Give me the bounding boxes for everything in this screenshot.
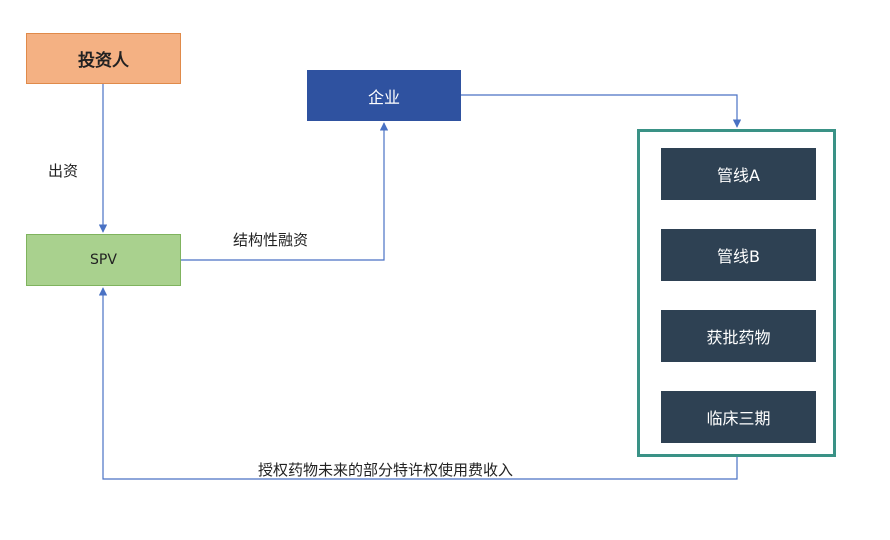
node-enterprise-label: 企业 <box>367 87 400 107</box>
portfolio-item-phase-3: 临床三期 <box>661 391 816 443</box>
portfolio-item-label: 获批药物 <box>706 328 771 347</box>
edge-label-invest: 出资 <box>48 162 79 180</box>
portfolio-item-label: 管线B <box>717 247 760 266</box>
portfolio-item-approved-drug: 获批药物 <box>661 310 816 362</box>
arrow-spv-to-enterprise <box>181 122 389 261</box>
portfolio-item-label: 管线A <box>717 166 760 185</box>
edge-label-structured-financing: 结构性融资 <box>233 231 309 249</box>
portfolio-item-pipeline-a: 管线A <box>661 148 816 200</box>
node-investor: 投资人 <box>26 33 181 84</box>
portfolio-group <box>637 129 836 457</box>
portfolio-item-label: 临床三期 <box>706 409 771 428</box>
edge-label-royalty-transfer: 授权药物未来的部分特许权使用费收入 <box>258 461 514 479</box>
node-investor-label: 投资人 <box>78 51 129 71</box>
portfolio-item-pipeline-b: 管线B <box>661 229 816 281</box>
node-enterprise: 企业 <box>307 70 461 121</box>
arrow-enterprise-to-portfolio <box>461 94 742 128</box>
arrow-portfolio-to-spv <box>98 287 738 480</box>
node-spv-label: SPV <box>90 252 117 268</box>
node-spv: SPV <box>26 234 181 286</box>
